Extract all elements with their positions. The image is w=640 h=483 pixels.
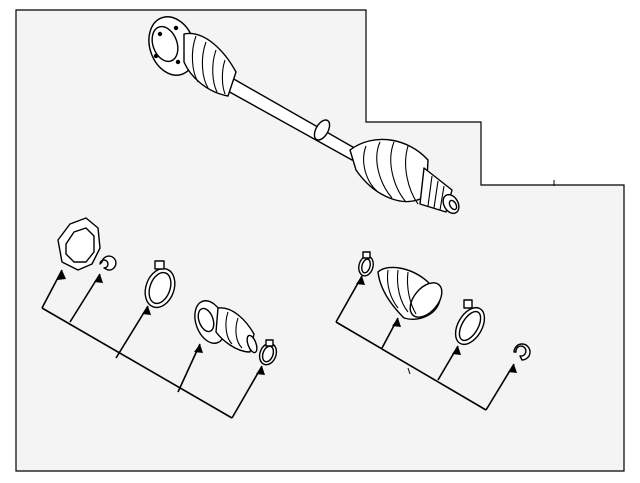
leader-lines-left bbox=[41, 269, 265, 419]
inner-joint-kit bbox=[41, 217, 278, 419]
boot-clamp-small-left bbox=[258, 339, 278, 366]
gasket bbox=[57, 217, 101, 271]
outer-boot-right bbox=[377, 266, 443, 320]
inner-cv-joint-left bbox=[194, 300, 258, 354]
inner-boot bbox=[183, 32, 237, 97]
diagram-panel bbox=[15, 9, 625, 472]
boot-clamp-large-left bbox=[144, 260, 176, 309]
outer-joint-kit bbox=[335, 251, 531, 411]
axle-shaft-assembly bbox=[148, 16, 460, 215]
boot-clamp-small-right bbox=[358, 251, 374, 277]
outer-cv-joint bbox=[419, 167, 460, 215]
boot-clamp-large-right bbox=[454, 299, 486, 346]
snap-ring bbox=[99, 255, 117, 271]
circlip bbox=[513, 343, 531, 361]
shaft-collar bbox=[313, 119, 331, 141]
leader-lines-right bbox=[335, 275, 517, 411]
